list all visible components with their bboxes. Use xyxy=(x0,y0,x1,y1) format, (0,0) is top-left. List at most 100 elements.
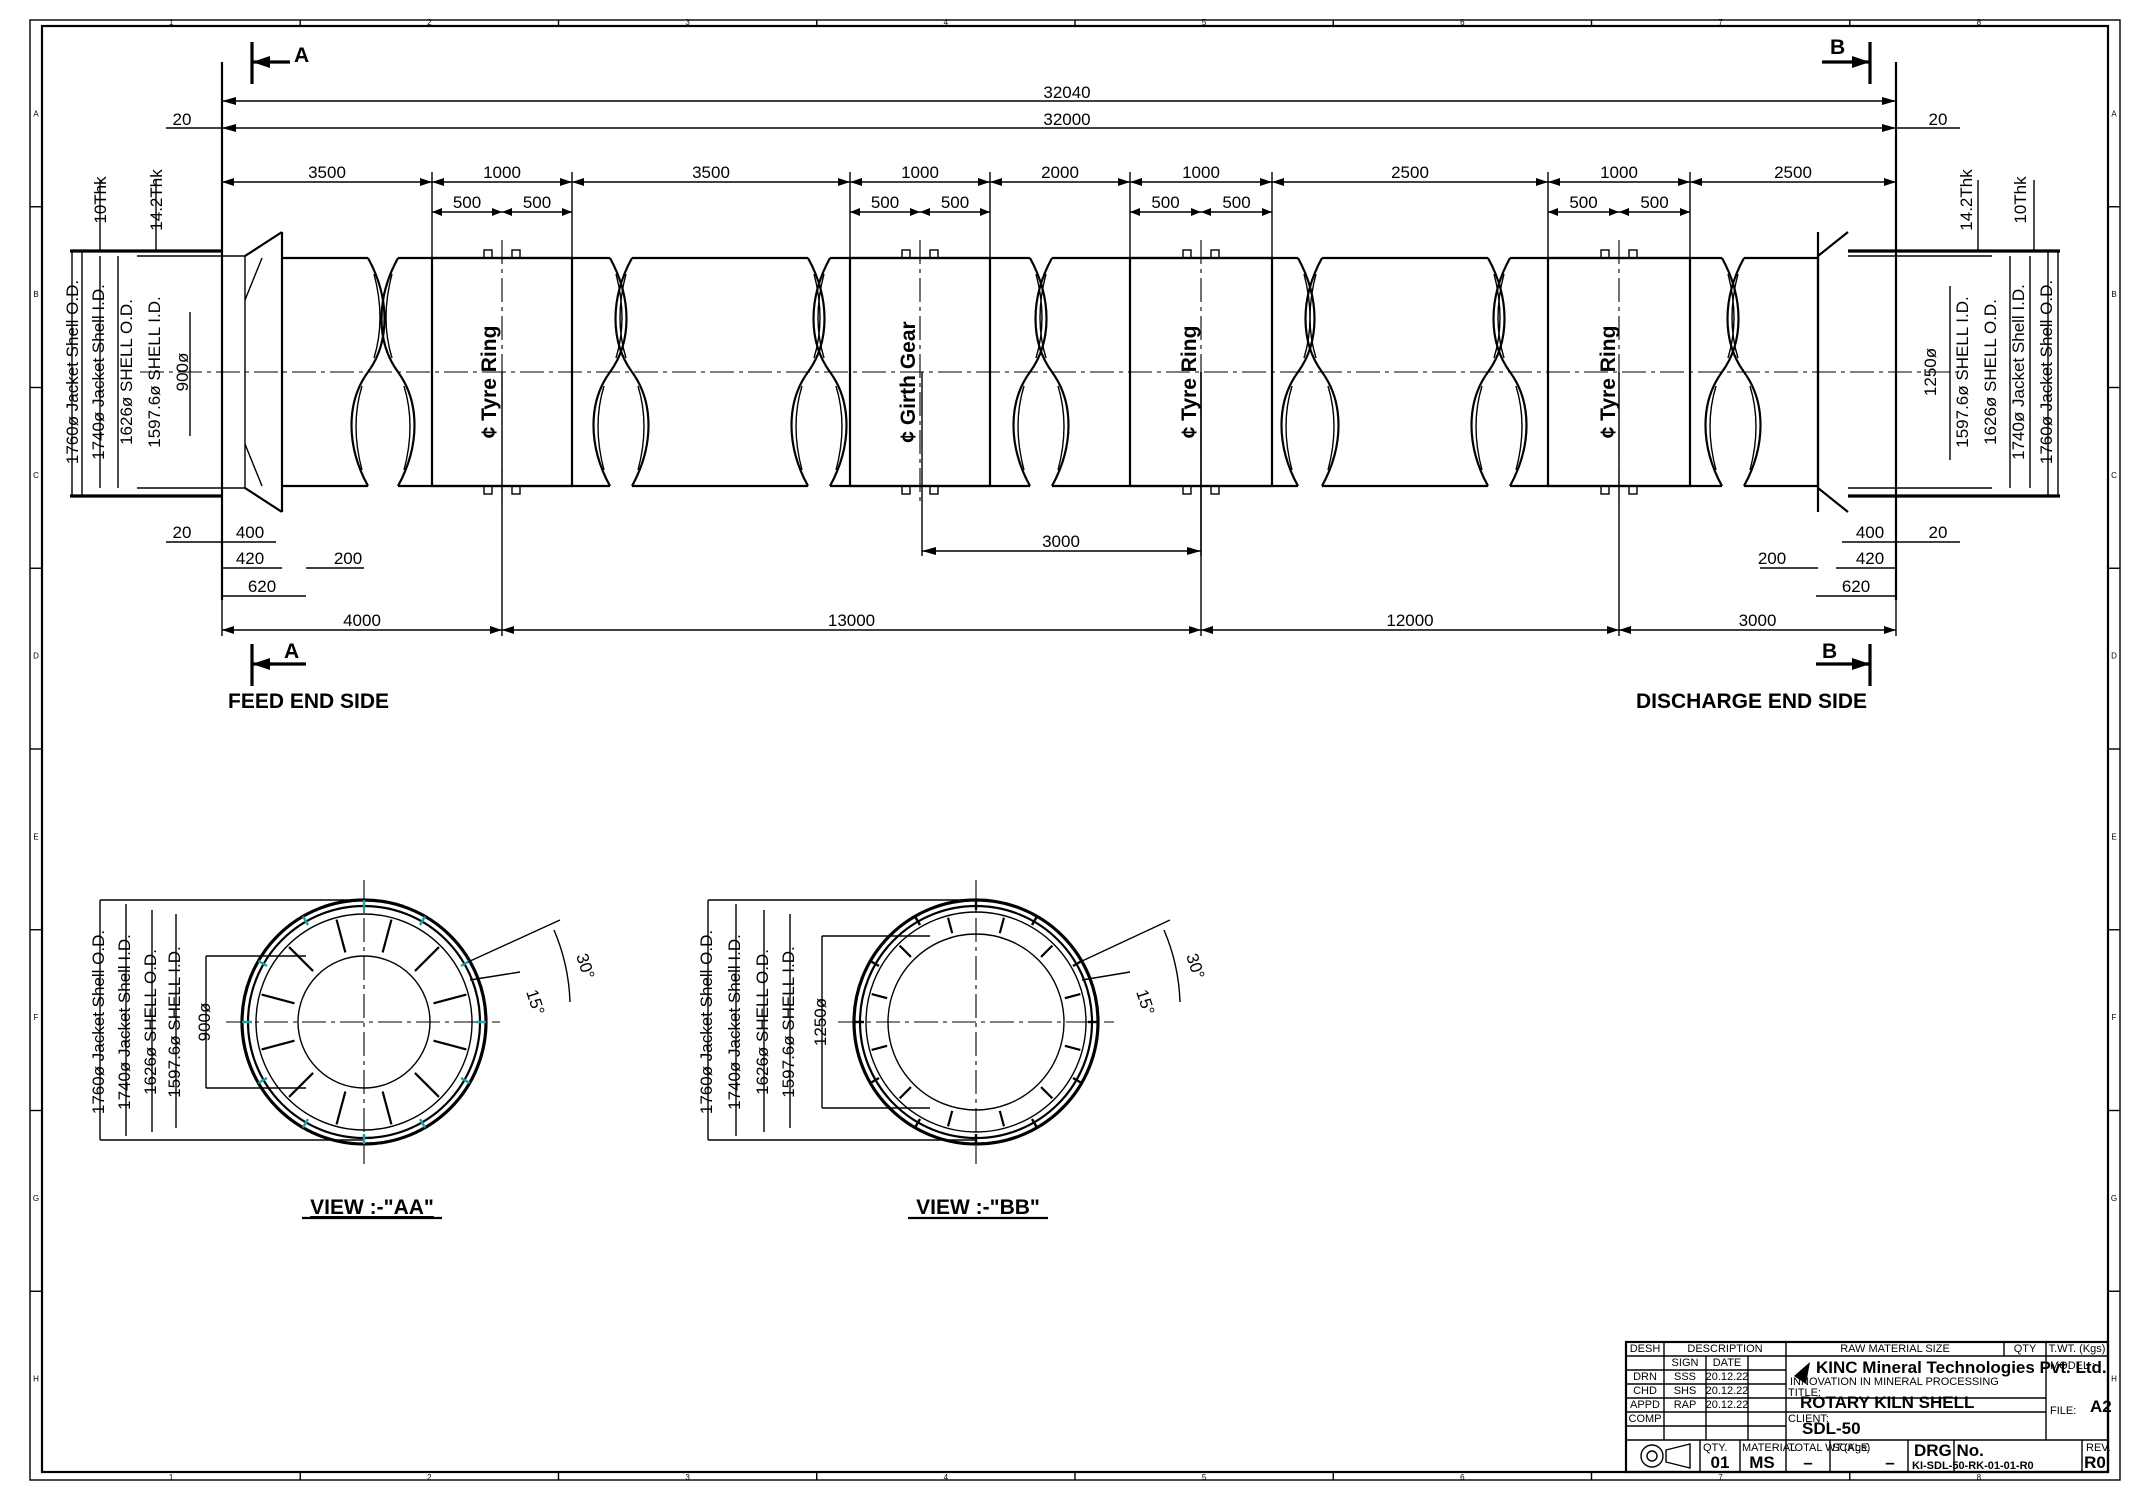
tyre-ring-2-label: ¢ Tyre Ring xyxy=(1178,326,1201,439)
zone-row-right: H xyxy=(2111,1375,2117,1384)
overall-length-32000: 32000 xyxy=(1043,110,1090,129)
left-200: 200 xyxy=(334,549,362,568)
tb-date-head: DATE xyxy=(1713,1357,1742,1369)
tb-model: MODEL : xyxy=(2050,1360,2095,1372)
tb-title-label: TITLE: xyxy=(1788,1387,1821,1399)
chain-length: 12000 xyxy=(1386,611,1433,630)
feed-bore: 900ø xyxy=(173,353,192,392)
girth-gear-label: ¢ Girth Gear xyxy=(897,321,920,442)
zone-row-left: C xyxy=(33,471,39,480)
tyre-ring-1-label: ¢ Tyre Ring xyxy=(478,326,501,439)
zone-col-top: 2 xyxy=(427,18,432,27)
tb-total-wt: – xyxy=(1803,1453,1812,1472)
zone-col-bottom: 7 xyxy=(1718,1473,1723,1482)
view-bb xyxy=(707,880,1181,1164)
tb-sign: SHS xyxy=(1674,1385,1697,1397)
zone-row-left: F xyxy=(34,1013,39,1022)
aa-jacket-id: 1740ø Jacket Shell I.D. xyxy=(115,934,134,1110)
segment-length: 2500 xyxy=(1391,163,1429,182)
tb-file: A2 xyxy=(2090,1397,2112,1416)
right-14-2thk: 14.2Thk xyxy=(1957,169,1976,231)
half-segment-length: 500 xyxy=(453,193,481,212)
aa-shell-id: 1597.6ø SHELL I.D. xyxy=(165,946,184,1098)
tb-scale-label: SCALE xyxy=(1832,1442,1868,1454)
zone-row-left: A xyxy=(33,109,39,118)
discharge-end-label: DISCHARGE END SIDE xyxy=(1636,690,1867,713)
zone-col-top: 4 xyxy=(944,18,949,27)
aa-jacket-od: 1760ø Jacket Shell O.D. xyxy=(89,930,108,1114)
discharge-jacket-od: 1760ø Jacket Shell O.D. xyxy=(2037,280,2056,464)
tb-scale: – xyxy=(1885,1453,1894,1472)
right-end-20: 20 xyxy=(1929,110,1948,129)
girth-to-tyre-3000: 3000 xyxy=(1042,532,1080,551)
view-aa xyxy=(99,880,571,1164)
segment-length: 1000 xyxy=(1600,163,1638,182)
section-a-marker-top: A xyxy=(250,42,309,84)
zone-row-right: C xyxy=(2111,471,2117,480)
inner-border xyxy=(40,24,2110,1474)
bb-shell-od: 1626ø SHELL O.D. xyxy=(753,949,772,1095)
zone-row-left: G xyxy=(33,1194,39,1203)
feed-end-label: FEED END SIDE xyxy=(228,690,389,713)
discharge-shell-od: 1626ø SHELL O.D. xyxy=(1981,299,2000,445)
zone-row-right: A xyxy=(2111,109,2117,118)
tb-rev: R0 xyxy=(2084,1453,2106,1472)
tb-date: 20.12.22 xyxy=(1706,1399,1749,1411)
zone-col-bottom: 4 xyxy=(944,1473,949,1482)
zone-row-right: E xyxy=(2111,832,2116,841)
segment-length: 2500 xyxy=(1774,163,1812,182)
right-420: 420 xyxy=(1856,549,1884,568)
chain-length: 13000 xyxy=(828,611,875,630)
tb-file-label: FILE: xyxy=(2050,1405,2076,1417)
aa-shell-od: 1626ø SHELL O.D. xyxy=(141,949,160,1095)
bb-jacket-od: 1760ø Jacket Shell O.D. xyxy=(697,930,716,1114)
overall-length-32040: 32040 xyxy=(1043,83,1090,102)
discharge-jacket-id: 1740ø Jacket Shell I.D. xyxy=(2009,284,2028,460)
tb-description: DESCRIPTION xyxy=(1687,1343,1762,1355)
segment-length: 2000 xyxy=(1041,163,1079,182)
tb-sign: RAP xyxy=(1674,1399,1697,1411)
chain-length: 4000 xyxy=(343,611,381,630)
zone-col-bottom: 8 xyxy=(1977,1473,1982,1482)
title-block xyxy=(1624,1340,2110,1474)
zone-col-bottom: 1 xyxy=(169,1473,174,1482)
zone-row-left: E xyxy=(33,832,38,841)
zone-col-bottom: 2 xyxy=(427,1473,432,1482)
zone-col-top: 6 xyxy=(1460,18,1465,27)
zone-col-bottom: 3 xyxy=(685,1473,690,1482)
tb-tagline: INNOVATION IN MINERAL PROCESSING xyxy=(1790,1376,1999,1388)
segment-length: 1000 xyxy=(901,163,939,182)
aa-angle-30: 30° xyxy=(572,951,598,981)
tb-client: SDL-50 xyxy=(1802,1419,1861,1438)
tb-role: APPD xyxy=(1630,1399,1660,1411)
zone-col-bottom: 6 xyxy=(1460,1473,1465,1482)
tb-total-wt-label: TOTAL WT.(Kgs) xyxy=(1788,1442,1870,1454)
section-b-marker-top: B xyxy=(1822,36,1872,84)
aa-angle-15: 15° xyxy=(522,987,548,1017)
tb-title: ROTARY KILN SHELL xyxy=(1800,1393,1974,1412)
tb-drg-no: KI-SDL-50-RK-01-01-R0 xyxy=(1912,1460,2034,1472)
tb-role: COMP xyxy=(1629,1413,1662,1425)
zone-row-left: H xyxy=(33,1375,39,1384)
half-segment-length: 500 xyxy=(1569,193,1597,212)
zone-row-left: D xyxy=(33,652,39,661)
left-420: 420 xyxy=(236,549,264,568)
view-aa-title: VIEW :-"AA" xyxy=(310,1196,434,1219)
right-200: 200 xyxy=(1758,549,1786,568)
zone-col-bottom: 5 xyxy=(1202,1473,1207,1482)
tb-qty: QTY xyxy=(2014,1343,2037,1355)
tb-raw-material-size: RAW MATERIAL SIZE xyxy=(1840,1343,1950,1355)
left-620: 620 xyxy=(248,577,276,596)
tb-client-label: CLIENT: xyxy=(1788,1413,1829,1425)
section-b-marker-bottom: B xyxy=(1816,640,1872,686)
section-b-label: B xyxy=(1830,36,1845,59)
segment-length: 1000 xyxy=(483,163,521,182)
section-a-label-bottom: A xyxy=(284,640,299,663)
segment-length: 1000 xyxy=(1182,163,1220,182)
chain-length: 3000 xyxy=(1739,611,1777,630)
overall-dimensions: 32040 32000 20 20 xyxy=(166,83,1960,132)
outer-border xyxy=(29,19,2121,1481)
discharge-bore: 1250ø xyxy=(1921,348,1940,396)
zone-row-right: B xyxy=(2111,290,2116,299)
